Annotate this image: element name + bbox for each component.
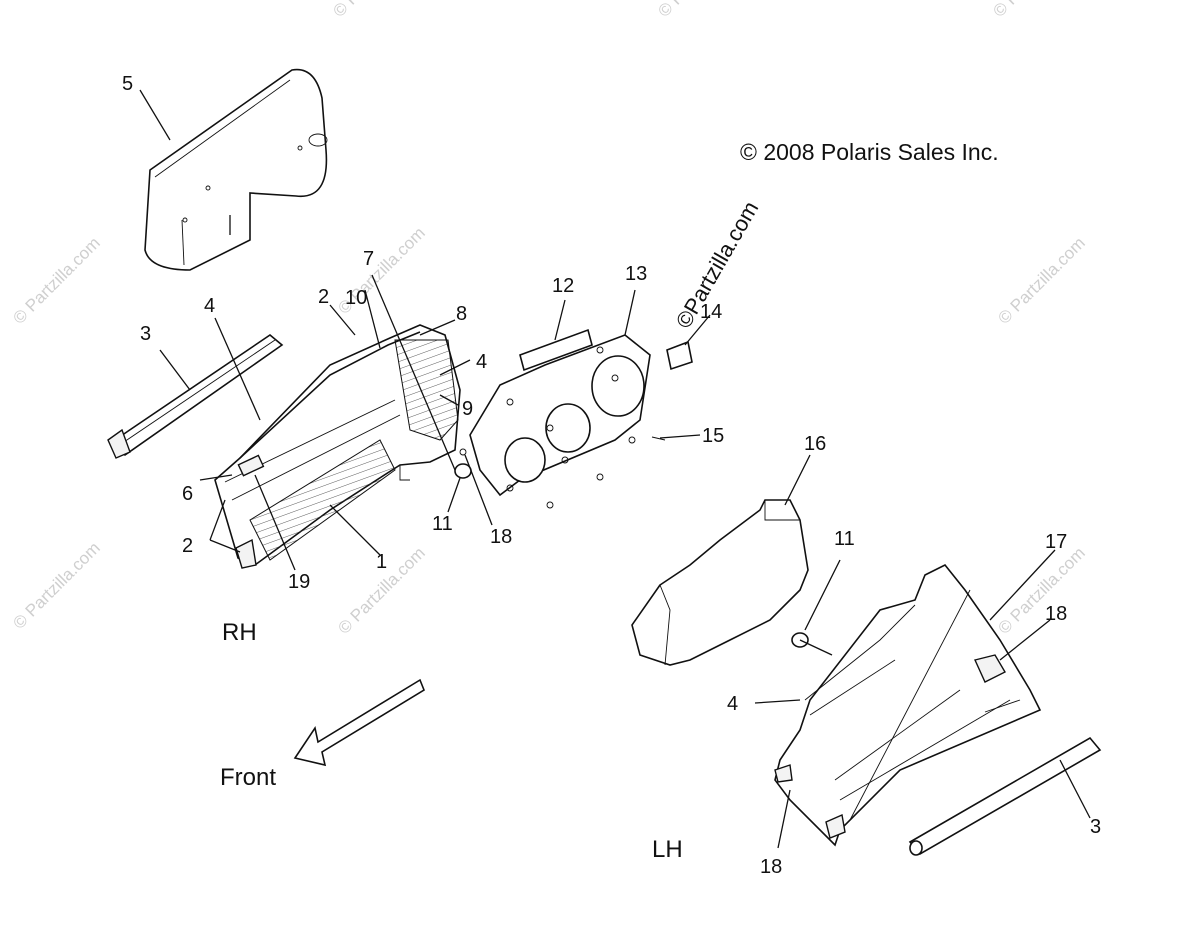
callout-numbers: 5 3 4 2 7 8 4 10 9 6 2 19 1 11 18 12 13 … (122, 73, 1101, 878)
watermark: © Partzilla.com (9, 538, 103, 632)
callout-4: 4 (476, 351, 487, 373)
callout-17: 17 (1045, 531, 1067, 553)
watermark: © Partzilla.com (9, 233, 103, 327)
lh-label: LH (652, 836, 683, 863)
part-16-cover (631, 499, 809, 666)
part-12-decal (519, 328, 593, 372)
part-3-trim-lh (908, 736, 1102, 856)
callout-15: 15 (702, 425, 724, 447)
screws (546, 374, 666, 509)
watermark: © Partzilla.com (994, 543, 1088, 637)
callout-1: 1 (376, 551, 387, 573)
watermark: © Partzilla.com (989, 0, 1083, 21)
callout-2: 2 (182, 535, 193, 557)
callout-3: 3 (140, 323, 151, 345)
callout-19: 19 (288, 571, 310, 593)
callout-7: 7 (363, 248, 374, 270)
callout-9: 9 (462, 398, 473, 420)
rh-label: RH (222, 619, 257, 646)
callout-12: 12 (552, 275, 574, 297)
part-3-trim-rh (107, 334, 284, 459)
part-5-panel (144, 68, 328, 271)
callout-18: 18 (760, 856, 782, 878)
front-direction-arrow (293, 678, 425, 767)
callout-18: 18 (490, 526, 512, 548)
copyright-notice: © 2008 Polaris Sales Inc. (740, 139, 999, 165)
callout-2: 2 (318, 286, 329, 308)
part-18-clip-rh (459, 448, 467, 456)
part-14-decal (666, 340, 693, 371)
callout-4: 4 (204, 295, 215, 317)
lh-dash-housing (774, 563, 1042, 847)
callout-8: 8 (456, 303, 467, 325)
callout-5: 5 (122, 73, 133, 95)
watermark: © Partzilla.com (994, 233, 1088, 327)
callout-11: 11 (834, 528, 855, 550)
callout-18: 18 (1045, 603, 1067, 625)
watermark: © Partzilla.com (329, 0, 423, 21)
callout-14: 14 (700, 301, 722, 323)
callout-4: 4 (727, 693, 738, 715)
callout-13: 13 (625, 263, 647, 285)
part-13-gauge-bezel (469, 334, 651, 497)
callout-16: 16 (804, 433, 826, 455)
callout-10: 10 (345, 287, 367, 309)
faint-watermarks: © Partzilla.com © Partzilla.com © Partzi… (9, 0, 1088, 638)
callout-6: 6 (182, 483, 193, 505)
callout-11: 11 (432, 513, 453, 535)
callout-3: 3 (1090, 816, 1101, 838)
watermark: © Partzilla.com (654, 0, 748, 21)
front-label: Front (220, 764, 276, 791)
leader-lines (139, 89, 1091, 849)
